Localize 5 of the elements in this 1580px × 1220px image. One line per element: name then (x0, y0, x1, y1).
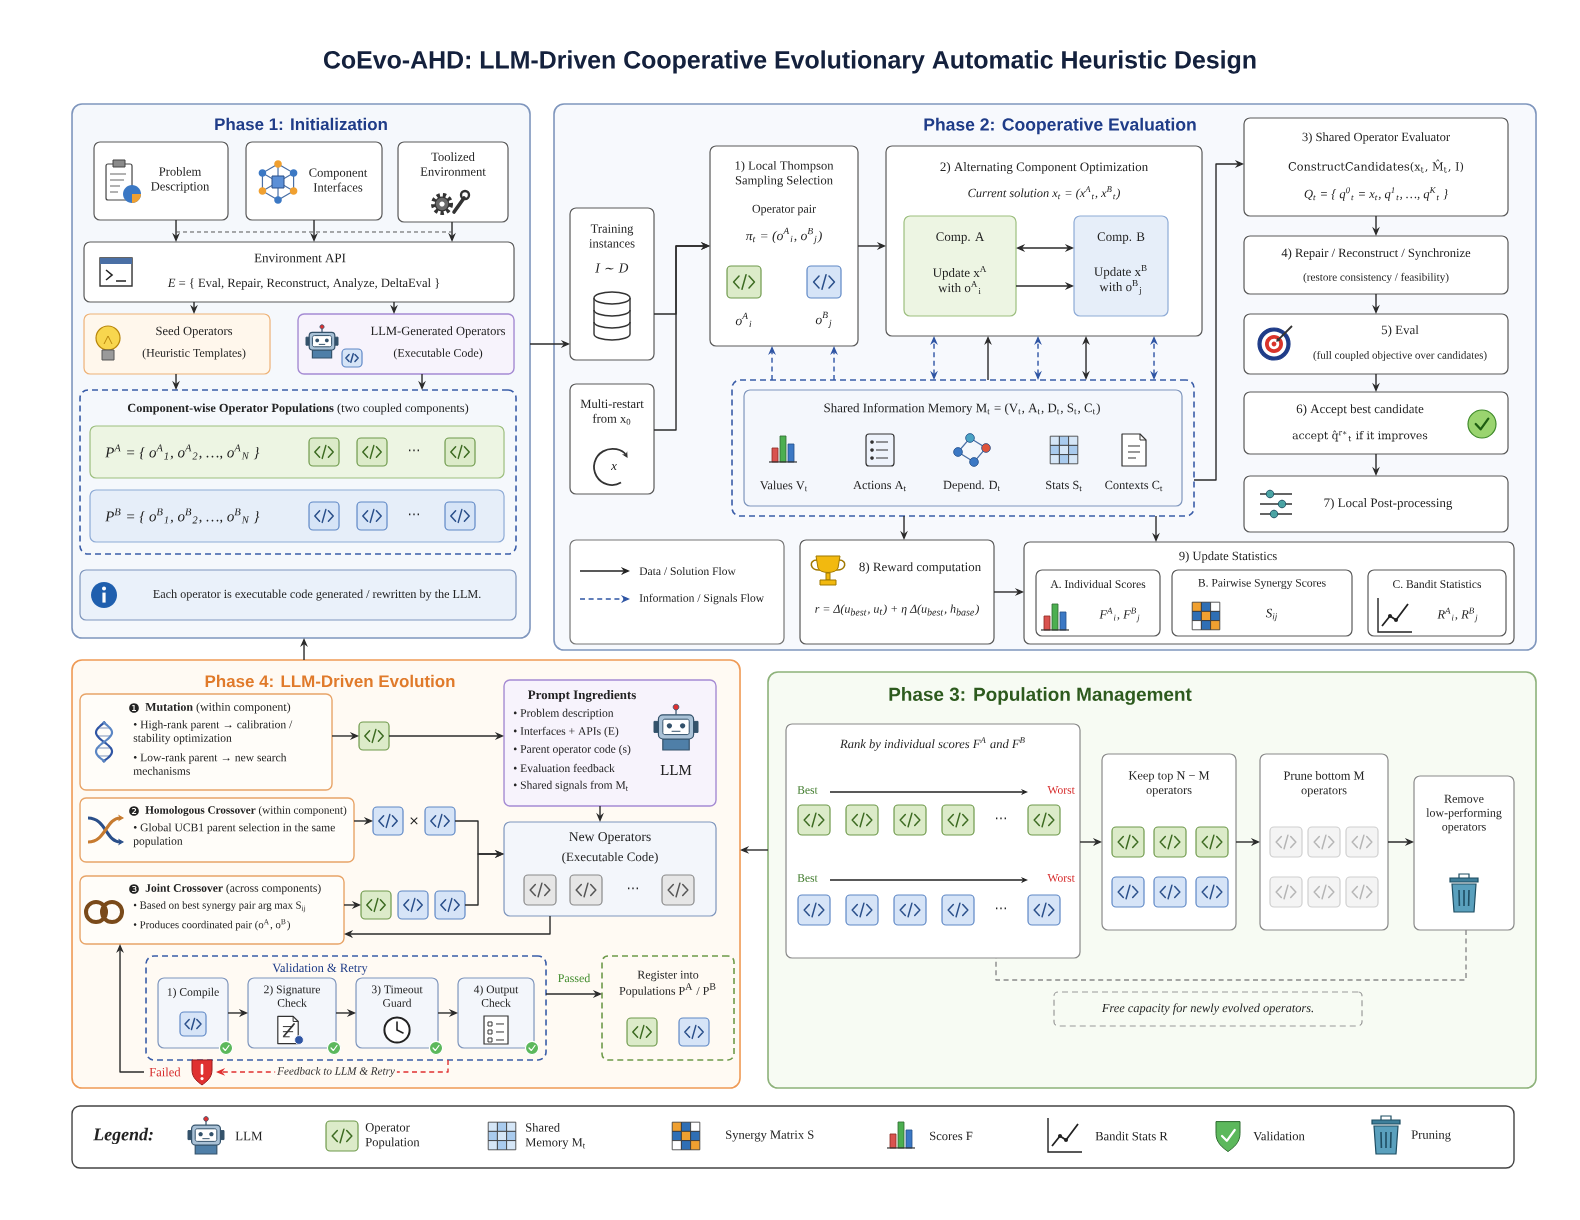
dashed-line (995, 929, 1467, 981)
title: CoEvo-AHD: LLM-Driven Cooperative Evolutionary Automatic Heuristic Design (324, 50, 1256, 74)
legend-title: Legend: (93, 1127, 153, 1145)
code-icon (358, 721, 390, 751)
code-icon-group (360, 890, 466, 920)
